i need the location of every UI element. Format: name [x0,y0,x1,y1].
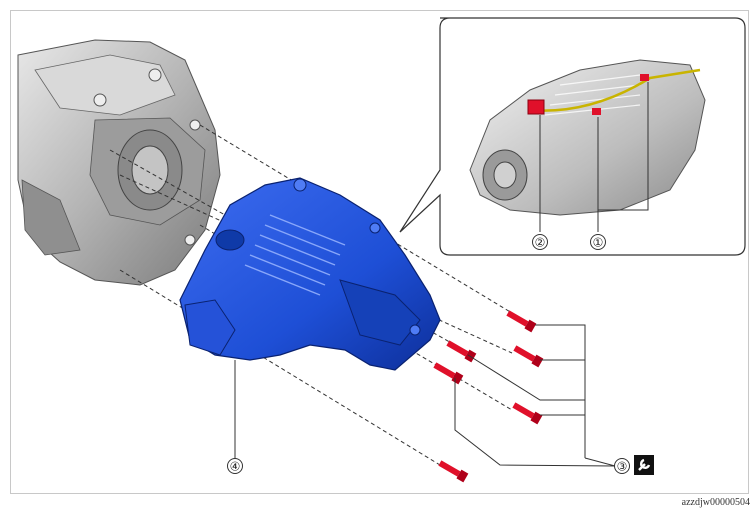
bolt-1 [506,310,537,333]
bolt-5 [512,402,543,425]
svg-text:④: ④ [230,460,241,474]
transmission-housing [17,39,221,286]
bolt-3 [446,340,477,363]
bolts [433,310,544,483]
document-id: azzdjw00000504 [681,497,750,508]
clip-1b [640,74,649,81]
leader-lines [234,324,616,467]
connector-2 [527,99,545,115]
callout-3: ③ [614,458,630,474]
detail-inset [399,17,746,256]
callout-labels: ① ② ③ ④ [227,234,630,474]
wrench-icon [634,455,654,475]
clip-1a [592,108,601,115]
svg-text:②: ② [535,236,546,250]
callout-4: ④ [227,458,243,474]
transfer-case-assembly [179,177,441,371]
bolt-4 [433,362,464,385]
svg-text:③: ③ [617,460,628,474]
bolt-2 [513,345,544,368]
callout-1: ① [590,234,606,250]
bolt-6 [438,460,469,483]
svg-text:①: ① [593,236,604,250]
callout-2: ② [532,234,548,250]
